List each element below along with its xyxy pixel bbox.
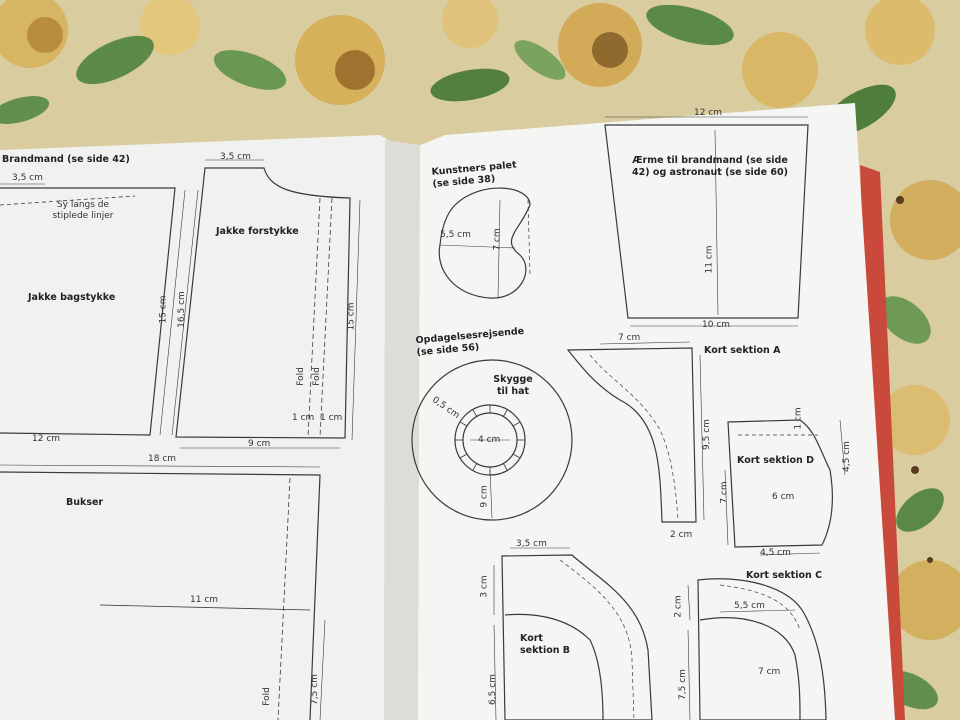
kort-d-dim-bottom: 4,5 cm xyxy=(760,548,791,558)
bagstykke-dim-side-b: 16,5 cm xyxy=(176,291,187,328)
kort-d-dim-height: 7 cm xyxy=(719,481,730,504)
bukser-dim-top: 18 cm xyxy=(148,454,177,464)
bagstykke-dim-top: 3,5 cm xyxy=(12,173,43,183)
hat-dim-radius: 9 cm xyxy=(479,485,490,508)
forstykke-dim-fold-a: 1 cm xyxy=(292,413,315,423)
bukser-dim-side: 7,5 cm xyxy=(309,674,320,705)
kort-a-dim-side: 9,5 cm xyxy=(701,419,712,450)
brandmand-header: Brandmand (se side 42) xyxy=(2,154,130,165)
kort-a-title: Kort sektion A xyxy=(704,345,781,356)
kort-b-dim-side-b: 6,5 cm xyxy=(487,674,498,705)
aerme-dim-bottom: 10 cm xyxy=(702,320,731,330)
kort-d-dim-mid: 6 cm xyxy=(772,492,795,502)
forstykke-dim-bottom: 9 cm xyxy=(248,439,271,449)
forstykke-fold-a: Fold xyxy=(295,367,306,386)
bagstykke-dim-bottom: 12 cm xyxy=(32,434,61,444)
kort-c-title: Kort sektion C xyxy=(746,570,823,581)
right-page xyxy=(408,103,895,720)
bagstykke-dim-side-a: 15 cm xyxy=(158,295,169,324)
hat-dim-inner: 4 cm xyxy=(478,435,501,445)
kort-c-dim-side-b: 7,5 cm xyxy=(677,669,688,700)
forstykke-dim-side: 15 cm xyxy=(346,302,357,331)
bukser-dim-mid: 11 cm xyxy=(190,595,219,605)
kort-b-dim-side-a: 3 cm xyxy=(479,575,490,598)
palet-dim-width: 5,5 cm xyxy=(440,230,471,240)
forstykke-dim-fold-b: 1 cm xyxy=(320,413,343,423)
hat-title: Skygge til hat xyxy=(493,374,533,397)
aerme-dim-height: 11 cm xyxy=(704,245,715,274)
forstykke-fold-b: Fold xyxy=(311,367,322,386)
jakke-forstykke-title: Jakke forstykke xyxy=(216,226,299,237)
kort-c-dim-mid: 7 cm xyxy=(758,667,781,677)
bukser-title: Bukser xyxy=(66,497,104,508)
aerme-dim-top: 12 cm xyxy=(694,108,723,118)
palet-dim-height: 7 cm xyxy=(492,228,503,251)
aerme-title: Ærme til brandmand (se side 42) og astro… xyxy=(632,155,788,178)
jakke-bagstykke-title: Jakke bagstykke xyxy=(28,292,116,303)
kort-b-dim-top: 3,5 cm xyxy=(516,539,547,549)
kort-d-dim-corner: 1 cm xyxy=(793,407,804,430)
hat-ring-ticks xyxy=(455,405,525,475)
kort-c-dim-side-a: 2 cm xyxy=(673,595,684,618)
kort-a-dim-bottom: 2 cm xyxy=(670,530,693,540)
kort-d-title: Kort sektion D xyxy=(737,455,814,466)
bagstykke-note: Sy langs de stiplede linjer xyxy=(52,200,114,221)
kort-d-dim-side: 4,5 cm xyxy=(841,441,852,472)
left-page xyxy=(0,135,405,720)
bukser-fold: Fold xyxy=(261,687,272,706)
book-spine-red xyxy=(860,165,905,720)
kort-b-title: Kort sektion B xyxy=(520,633,571,656)
kort-a-dim-top: 7 cm xyxy=(618,333,641,343)
kort-c-dim-top: 5,5 cm xyxy=(734,601,765,611)
forstykke-dim-top: 3,5 cm xyxy=(220,152,251,162)
